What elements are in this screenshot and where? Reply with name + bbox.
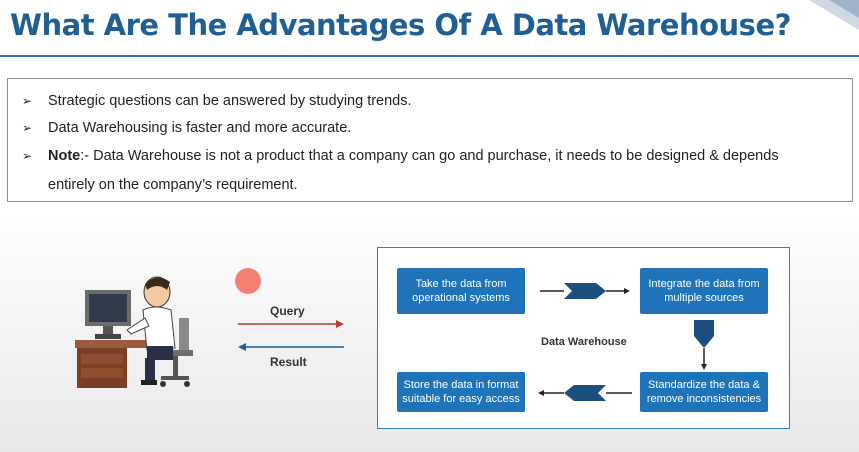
down-chevron-arrow-icon xyxy=(694,320,714,370)
note-label: Note xyxy=(48,148,81,164)
result-label: Result xyxy=(270,355,307,369)
left-chevron-arrow-icon xyxy=(538,385,632,401)
bullet-text: Data Warehousing is faster and more accu… xyxy=(48,120,352,136)
bullet-text: Note:- Data Warehouse is not a product t… xyxy=(48,142,779,171)
result-arrow-icon xyxy=(238,343,344,351)
data-warehouse-label: Data Warehouse xyxy=(541,336,627,348)
bullet-arrow-icon: ➢ xyxy=(22,121,33,135)
title-divider xyxy=(0,55,859,57)
bullet-arrow-icon: ➢ xyxy=(22,94,33,108)
page-title: What Are The Advantages Of A Data Wareho… xyxy=(10,8,791,42)
data-warehouse-diagram: Take the data from operational systems I… xyxy=(377,247,790,429)
step-integrate-data: Integrate the data from multiple sources xyxy=(640,268,768,314)
laser-pointer-icon xyxy=(235,268,261,294)
corner-decoration-icon xyxy=(809,0,859,30)
step-standardize-data: Standardize the data & remove inconsiste… xyxy=(640,372,768,412)
bullet-arrow-icon: ➢ xyxy=(22,149,33,163)
step-store-data: Store the data in format suitable for ea… xyxy=(397,372,525,412)
right-chevron-arrow-icon xyxy=(540,283,630,299)
bullet-text: Strategic questions can be answered by s… xyxy=(48,93,412,109)
note-text: :- Data Warehouse is not a product that … xyxy=(80,148,779,164)
step-take-data: Take the data from operational systems xyxy=(397,268,525,314)
bullet-list-box: ➢ Strategic questions can be answered by… xyxy=(7,78,853,202)
query-arrow-icon xyxy=(238,320,344,328)
query-label: Query xyxy=(270,304,305,318)
user-at-computer-icon xyxy=(75,276,193,388)
note-text-continued: entirely on the company’s requirement. xyxy=(48,177,298,193)
